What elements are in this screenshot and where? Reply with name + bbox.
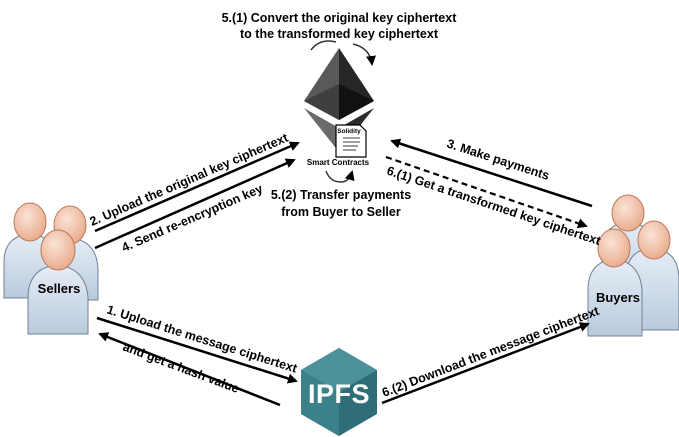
- smart-contracts-label: Smart Contracts: [307, 158, 370, 167]
- solidity-document-icon: Solidity: [335, 124, 367, 158]
- arrow-step3: 3. Make payments: [390, 137, 593, 208]
- arrow-step6-2: 6.(2) Download the message ciphertext: [380, 304, 602, 405]
- buyers-group-icon: [587, 194, 679, 337]
- middle-label: 5.(2) Transfer payments from Buyer to Se…: [271, 188, 411, 219]
- top-label: 5.(1) Convert the original key ciphertex…: [222, 11, 458, 41]
- solidity-label: Solidity: [337, 128, 361, 135]
- arrow-step1-hash: and get a hash value: [98, 332, 281, 407]
- step1-label-line1: 1. Upload the message ciphertext: [105, 303, 299, 376]
- step6-1-label: 6.(1) Get a transformed key ciphertext: [385, 164, 603, 249]
- arrow-step6-1: 6.(1) Get a transformed key ciphertext: [385, 155, 603, 249]
- sellers-label: Sellers: [38, 281, 81, 296]
- top-label-line2: to the transformed key ciphertext: [240, 27, 439, 41]
- ipfs-icon: IPFS: [301, 348, 377, 436]
- ipfs-label: IPFS: [308, 379, 370, 409]
- step6-2-label: 6.(2) Download the message ciphertext: [380, 304, 602, 400]
- middle-label-line1: 5.(2) Transfer payments: [271, 188, 411, 202]
- middle-label-line2: from Buyer to Seller: [281, 205, 401, 219]
- cycle-arrow-bottom: [325, 170, 355, 183]
- cycle-arrow-top: [310, 40, 376, 66]
- sellers-group-icon: [3, 202, 99, 335]
- buyers-label: Buyers: [596, 290, 640, 305]
- top-label-line1: 5.(1) Convert the original key ciphertex…: [222, 11, 458, 25]
